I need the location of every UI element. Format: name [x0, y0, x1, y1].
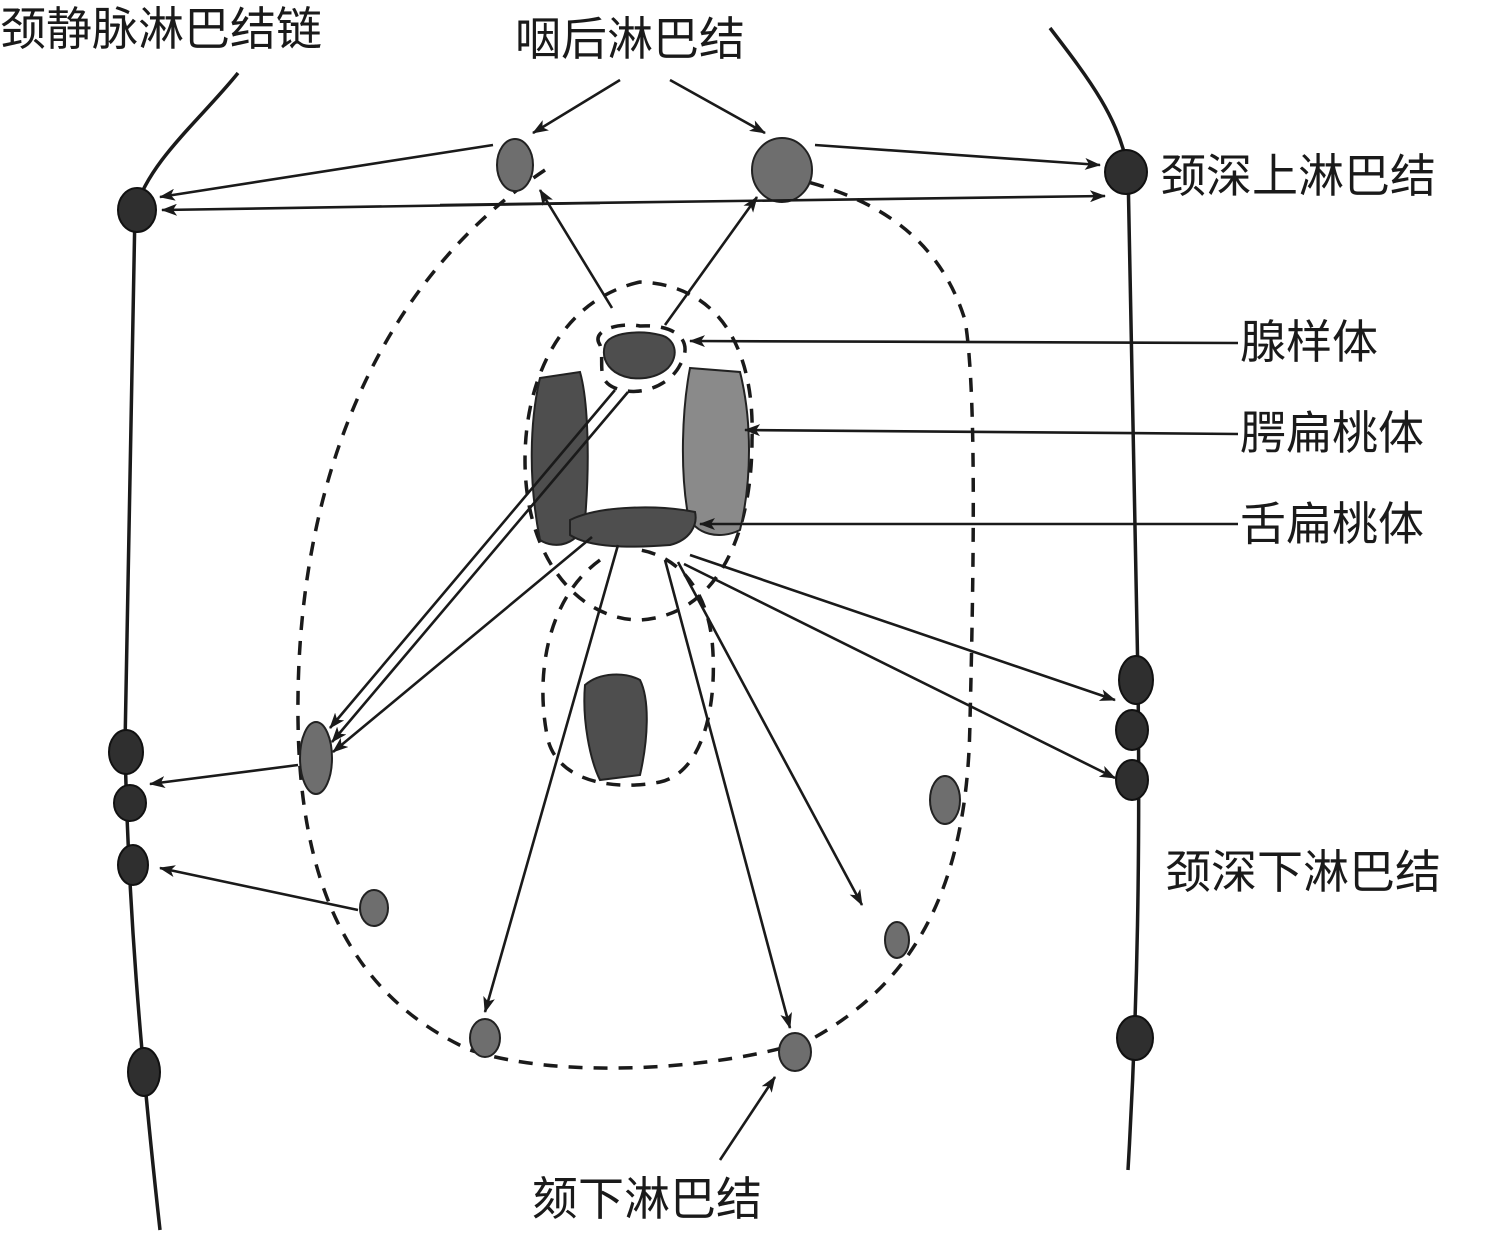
right-lower-node-bottom — [1116, 1015, 1154, 1061]
retropharyngeal-node-right — [751, 137, 813, 203]
right-lower-deep-cervical-node-3 — [1115, 759, 1149, 801]
arrow-bidirectional-left — [161, 201, 601, 216]
arrow-lingual-to-right-deep-2 — [683, 562, 1116, 780]
left-mid-node — [299, 721, 333, 795]
label-lower-deep-cervical: 颈深下淋巴结 — [1165, 845, 1441, 899]
inner-dashed-boundary — [523, 280, 754, 622]
arrow-lingual-to-submental-left — [483, 544, 620, 1013]
arrow-label-to-adenoid — [689, 335, 1239, 348]
submental-node-right — [778, 1032, 812, 1072]
arrow-retro-left-to-left-chain — [159, 143, 494, 201]
arrow-label-to-submental — [718, 1076, 777, 1161]
lingual-tonsil-shape — [569, 506, 697, 548]
arrow-label-to-palatine — [744, 424, 1239, 437]
arrow-palatine-to-left-mid-2 — [331, 391, 629, 743]
arrow-adenoid-to-retro-left — [538, 189, 614, 309]
right-lower-node — [884, 921, 910, 959]
label-jugular-chain: 颈静脉淋巴结链 — [0, 2, 322, 56]
arrow-lingual-to-submental-right — [663, 559, 792, 1029]
label-upper-deep-cervical: 颈深上淋巴结 — [1160, 149, 1436, 203]
arrow-left-mid-to-chain — [149, 763, 299, 789]
arrow-left-lower-to-chain — [159, 865, 359, 912]
arrow-label-to-retro-left — [532, 78, 621, 135]
right-palatine-tonsil-shape — [681, 366, 750, 536]
left-upper-jugular-node — [117, 187, 157, 233]
arrow-lingual-to-left-mid — [332, 535, 593, 754]
submental-node-left — [469, 1018, 501, 1058]
label-retropharyngeal: 咽后淋巴结 — [515, 12, 745, 66]
outer-dashed-boundary — [296, 168, 976, 1070]
label-submental: 颏下淋巴结 — [532, 1172, 762, 1226]
adenoid-dashed-outline — [596, 323, 687, 394]
label-lingual-tonsil: 舌扁桃体 — [1240, 497, 1424, 551]
arrow-adenoid-to-retro-right — [663, 196, 759, 326]
left-jugular-node-4 — [127, 1047, 161, 1097]
left-jugular-node-3 — [117, 844, 149, 886]
right-mid-node — [929, 775, 961, 825]
adenoid-shape — [602, 331, 676, 380]
epiglottis-dashed-boundary — [541, 548, 716, 787]
right-lower-deep-cervical-node-2 — [1115, 709, 1149, 751]
arrow-lingual-to-right-deep-1 — [689, 553, 1116, 702]
left-palatine-tonsil-shape — [530, 370, 589, 546]
left-jugular-node-2 — [113, 784, 147, 822]
label-palatine-tonsil: 腭扁桃体 — [1240, 406, 1424, 460]
retropharyngeal-node-left — [496, 138, 534, 192]
arrow-label-to-retro-right — [669, 78, 766, 135]
arrow-palatine-to-left-mid-1 — [329, 389, 616, 729]
arrow-lingual-to-right-lower — [676, 561, 864, 906]
label-adenoid: 腺样体 — [1240, 315, 1378, 369]
larynx-shape — [583, 673, 648, 782]
arrow-retro-right-to-right-chain — [814, 143, 1101, 170]
left-lower-node — [359, 889, 389, 927]
right-lower-deep-cervical-node-1 — [1118, 655, 1154, 705]
right-jugular-line — [1048, 26, 1141, 1171]
left-jugular-node-1 — [108, 729, 144, 775]
right-upper-deep-cervical-node — [1104, 149, 1148, 195]
